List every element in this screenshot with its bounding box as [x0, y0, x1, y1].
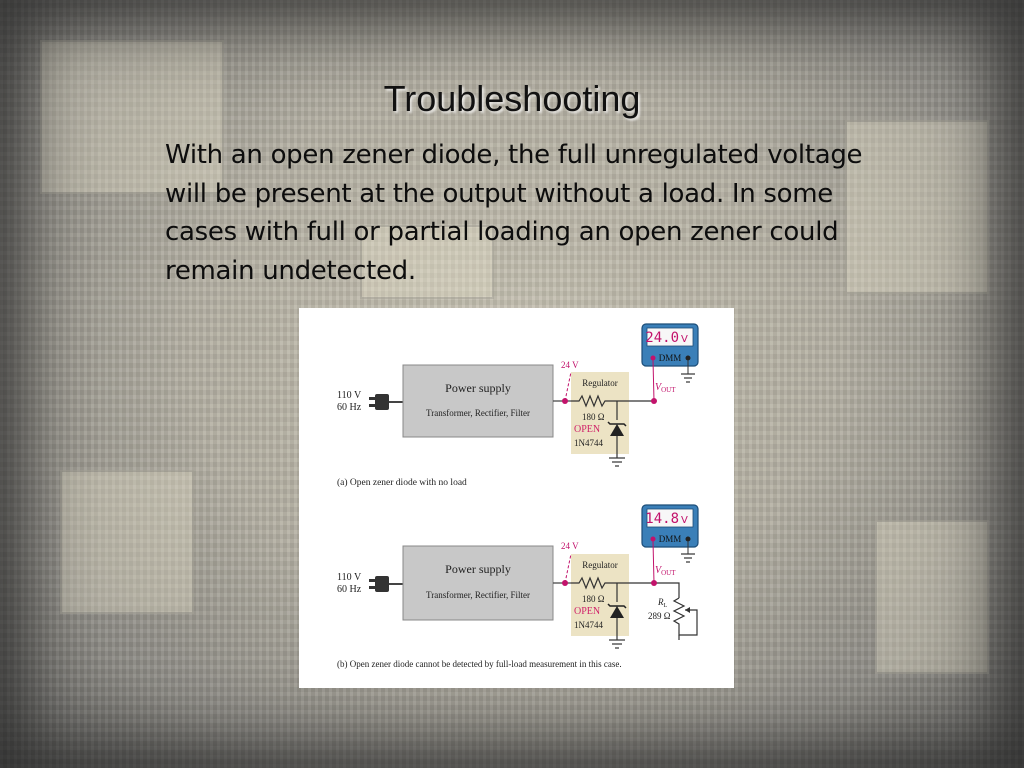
- resistor-symbol: [571, 394, 654, 408]
- dmm-unit: V: [681, 515, 688, 526]
- potentiometer-arrow: [685, 607, 690, 613]
- zener-cathode: [607, 603, 627, 609]
- input-voltage-label: 110 V: [337, 572, 362, 583]
- probe-wire: [652, 359, 655, 402]
- resistor-symbol: [571, 576, 680, 598]
- dmm-ground-terminal: [685, 536, 691, 542]
- zener-cathode: [607, 421, 627, 427]
- dmm-ground-terminal: [685, 355, 691, 361]
- vout-label: VOUT: [655, 382, 676, 394]
- power-supply-title: Power supply: [445, 381, 511, 395]
- panel-a: 110 V 60 Hz Power supply Transformer, Re…: [337, 323, 699, 488]
- ground-symbol: [609, 639, 625, 649]
- background-chip: [60, 470, 194, 614]
- circuit-figure: 110 V 60 Hz Power supply Transformer, Re…: [299, 308, 734, 688]
- dmm-reading: 14.8: [645, 511, 679, 527]
- resistor-value: 180 Ω: [582, 412, 605, 422]
- dmm-unit: V: [681, 334, 688, 345]
- power-supply-box: [402, 545, 554, 621]
- load-label: RL: [657, 597, 668, 609]
- background-chip: [875, 520, 989, 674]
- slide-title: Troubleshooting: [383, 78, 641, 119]
- ground-symbol: [609, 457, 625, 467]
- zener-part-number: 1N4744: [574, 620, 603, 630]
- regulator-area: [571, 554, 629, 636]
- dmm-label: DMM: [659, 353, 682, 363]
- power-supply-title: Power supply: [445, 562, 511, 576]
- input-frequency-label: 60 Hz: [337, 402, 362, 413]
- node-voltage-label: 24 V: [561, 541, 579, 551]
- slide-body-text: With an open zener diode, the full unreg…: [165, 140, 863, 286]
- power-plug-icon: [369, 394, 403, 410]
- power-plug-icon: [369, 576, 403, 592]
- open-label: OPEN: [574, 424, 600, 435]
- dmm-meter: 24.0 V DMM: [641, 323, 699, 367]
- open-label: OPEN: [574, 606, 600, 617]
- vout-label: VOUT: [655, 565, 676, 577]
- probe-wire: [652, 540, 655, 584]
- input-voltage-label: 110 V: [337, 390, 362, 401]
- dmm-label: DMM: [659, 534, 682, 544]
- ground-symbol: [681, 373, 695, 383]
- dmm-probe-terminal: [650, 536, 656, 542]
- dmm-reading: 24.0: [645, 330, 679, 346]
- node-voltage-label: 24 V: [561, 360, 579, 370]
- power-supply-subtitle: Transformer, Rectifier, Filter: [426, 590, 530, 600]
- zener-part-number: 1N4744: [574, 438, 603, 448]
- dmm-probe-terminal: [650, 355, 656, 361]
- regulator-area: [571, 372, 629, 454]
- power-supply-subtitle: Transformer, Rectifier, Filter: [426, 408, 530, 418]
- probe-line: [564, 553, 572, 584]
- background-chip: [845, 120, 989, 294]
- panel-a-caption: (a) Open zener diode with no load: [337, 477, 467, 488]
- regulator-label: Regulator: [582, 378, 618, 388]
- resistor-value: 180 Ω: [582, 594, 605, 604]
- load-resistor-symbol: [672, 597, 698, 636]
- circuit-diagram: 110 V 60 Hz Power supply Transformer, Re…: [337, 323, 699, 669]
- load-value: 289 Ω: [648, 611, 671, 621]
- background-chip: [360, 225, 494, 299]
- probe-line: [564, 371, 572, 402]
- regulator-label: Regulator: [582, 560, 618, 570]
- zener-diode-symbol: [610, 606, 624, 618]
- zener-diode-symbol: [610, 424, 624, 436]
- background-chip: [40, 40, 224, 194]
- panel-b: 110 V 60 Hz Power supply Transformer, Re…: [337, 504, 699, 669]
- panel-b-caption: (b) Open zener diode cannot be detected …: [337, 659, 622, 669]
- ground-symbol: [681, 553, 695, 563]
- power-supply-box: [402, 364, 554, 438]
- input-frequency-label: 60 Hz: [337, 584, 362, 595]
- dmm-meter: 14.8 V DMM: [641, 504, 699, 548]
